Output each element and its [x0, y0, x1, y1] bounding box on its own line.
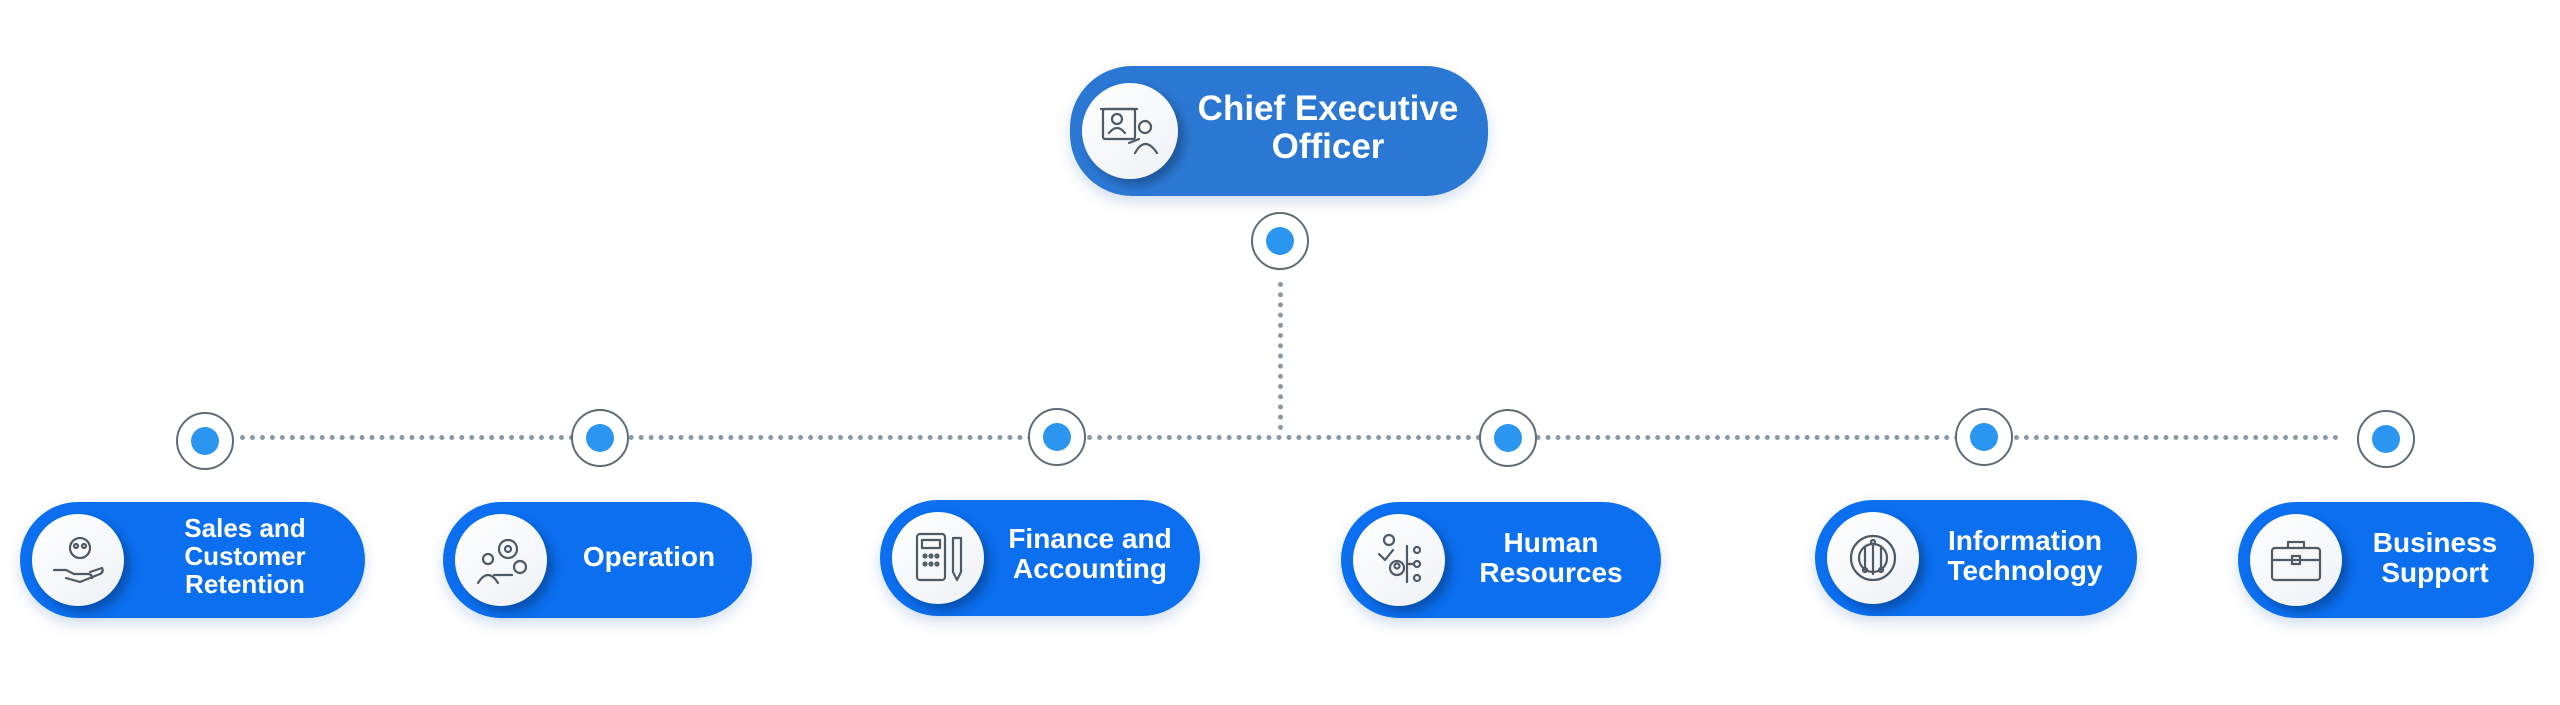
ceo-title: Chief Executive Officer — [1197, 89, 1459, 166]
dept-label-business-support: Business Support — [2372, 527, 2498, 589]
briefcase-icon — [2250, 514, 2342, 606]
executive-presentation-icon — [1082, 83, 1178, 179]
hand-people-icon — [32, 514, 124, 606]
horizontal-connector — [240, 435, 2340, 440]
dept-box-hr[interactable]: Human Resources — [1341, 502, 1661, 618]
dept-node-dot-core — [191, 427, 219, 455]
dept-node-dot-core — [586, 424, 614, 452]
dept-label-operation: Operation — [582, 541, 716, 572]
dept-node-dot-core — [2372, 425, 2400, 453]
dept-box-sales[interactable]: Sales and Customer Retention — [20, 502, 365, 618]
dept-box-finance[interactable]: Finance and Accounting — [880, 500, 1200, 616]
dept-node-dot-it — [1955, 408, 2013, 466]
ceo-node-dot-core — [1266, 227, 1294, 255]
dept-node-dot-hr — [1479, 409, 1537, 467]
presenter-network-icon — [1353, 514, 1445, 606]
ceo-box[interactable]: Chief Executive Officer — [1070, 66, 1488, 196]
dept-label-it: Information Technology — [1947, 525, 2103, 587]
dept-box-it[interactable]: Information Technology — [1815, 500, 2137, 616]
dept-node-dot-core — [1970, 423, 1998, 451]
dept-label-hr: Human Resources — [1479, 527, 1623, 589]
ceo-vertical-connector — [1278, 282, 1283, 430]
ceo-node-dot — [1251, 212, 1309, 270]
dept-label-sales: Sales and Customer Retention — [184, 513, 306, 600]
dept-node-dot-business-support — [2357, 410, 2415, 468]
dept-node-dot-sales — [176, 412, 234, 470]
dept-node-dot-operation — [571, 409, 629, 467]
dept-node-dot-core — [1494, 424, 1522, 452]
gears-person-icon — [455, 514, 547, 606]
dept-box-operation[interactable]: Operation — [443, 502, 752, 618]
circuit-brain-icon — [1827, 512, 1919, 604]
dept-label-finance: Finance and Accounting — [1008, 523, 1172, 585]
dept-node-dot-core — [1043, 423, 1071, 451]
dept-node-dot-finance — [1028, 408, 1086, 466]
calculator-pencil-icon — [892, 512, 984, 604]
dept-box-business-support[interactable]: Business Support — [2238, 502, 2534, 618]
